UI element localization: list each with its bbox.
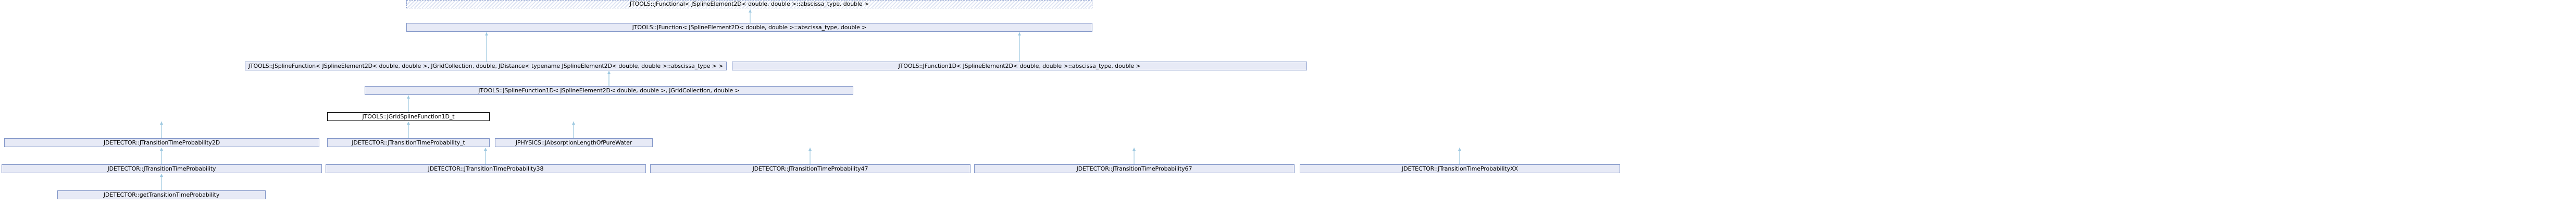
inheritance-edge [407,95,410,112]
edge-arrowhead [407,122,410,125]
class-node[interactable]: JTOOLS::JFunction1D< JSplineElement2D< d… [732,62,1307,70]
class-node[interactable]: JDETECTOR::JTransitionTimeProbability2D [4,138,319,147]
class-node-label: JDETECTOR::JTransitionTimeProbabilityXX [1402,165,1518,172]
inheritance-edge [1018,32,1021,62]
class-node-label: JTOOLS::JFunction< JSplineElement2D< dou… [632,23,867,31]
edge-arrowhead [1133,148,1136,151]
inheritance-edge [407,122,410,138]
inheritance-edge [1458,148,1461,164]
edge-arrowhead [808,148,812,151]
class-node[interactable]: JTOOLS::JFunction< JSplineElement2D< dou… [406,23,1092,32]
edge-arrowhead [572,122,575,125]
class-node-label: JDETECTOR::JTransitionTimeProbability67 [1076,165,1192,172]
class-node-label: JTOOLS::JGridSplineFunction1D_t [362,113,455,120]
class-node[interactable]: JTOOLS::JFunctional< JSplineElement2D< d… [406,0,1092,8]
class-node[interactable]: JDETECTOR::JTransitionTimeProbability38 [326,164,646,173]
class-node-label: JDETECTOR::JTransitionTimeProbability38 [428,165,544,172]
class-node-label: JDETECTOR::getTransitionTimeProbability [103,191,220,198]
inheritance-edge [160,148,163,164]
inheritance-edge [572,122,575,138]
class-node[interactable]: JDETECTOR::JTransitionTimeProbabilityXX [1300,164,1620,173]
edge-arrowhead [749,9,752,13]
class-node[interactable]: JDETECTOR::JTransitionTimeProbability67 [974,164,1295,173]
class-node-label: JTOOLS::JFunctional< JSplineElement2D< d… [629,1,869,7]
class-node-label: JPHYSICS::JAbsorptionLengthOfPureWater [515,139,632,146]
edge-arrowhead [1458,148,1461,151]
edge-arrowhead [1018,32,1021,35]
inheritance-edge [484,148,487,164]
inheritance-edge [607,71,611,86]
inheritance-edge [749,9,752,23]
class-node-label: JDETECTOR::JTransitionTimeProbability [107,165,216,172]
class-node-label: JDETECTOR::JTransitionTimeProbability_t [352,139,465,146]
edge-arrowhead [607,71,611,74]
edge-arrowhead [607,71,611,74]
class-node[interactable]: JDETECTOR::JTransitionTimeProbability [2,164,322,173]
class-node[interactable]: JPHYSICS::JAbsorptionLengthOfPureWater [495,138,653,147]
edge-arrowhead [407,95,410,99]
inheritance-edge [160,174,163,190]
class-node-label: JTOOLS::JFunction1D< JSplineElement2D< d… [898,62,1141,69]
edge-arrowhead [484,148,487,151]
inheritance-edge [607,71,611,86]
inheritance-edge [808,148,812,164]
edge-arrowhead [160,122,163,125]
class-node-label: JTOOLS::JSplineFunction< JSplineElement2… [248,62,724,69]
class-node[interactable]: JDETECTOR::JTransitionTimeProbability_t [327,138,490,147]
class-node[interactable]: JTOOLS::JSplineFunction< JSplineElement2… [245,62,727,70]
class-node[interactable]: JDETECTOR::JTransitionTimeProbability47 [650,164,970,173]
class-node-label: JDETECTOR::JTransitionTimeProbability2D [103,139,220,146]
inheritance-edge [485,32,488,62]
edge-arrowhead [160,174,163,177]
class-node[interactable]: JTOOLS::JGridSplineFunction1D_t [327,112,490,121]
class-node[interactable]: JDETECTOR::getTransitionTimeProbability [57,190,266,199]
class-node[interactable]: JTOOLS::JSplineFunction1D< JSplineElemen… [365,86,853,95]
edge-arrowhead [160,148,163,151]
inheritance-edge [160,122,163,138]
class-node-label: JDETECTOR::JTransitionTimeProbability47 [752,165,868,172]
edge-arrowhead [485,32,488,35]
inheritance-edge [1133,148,1136,164]
class-node-label: JTOOLS::JSplineFunction1D< JSplineElemen… [478,87,740,94]
